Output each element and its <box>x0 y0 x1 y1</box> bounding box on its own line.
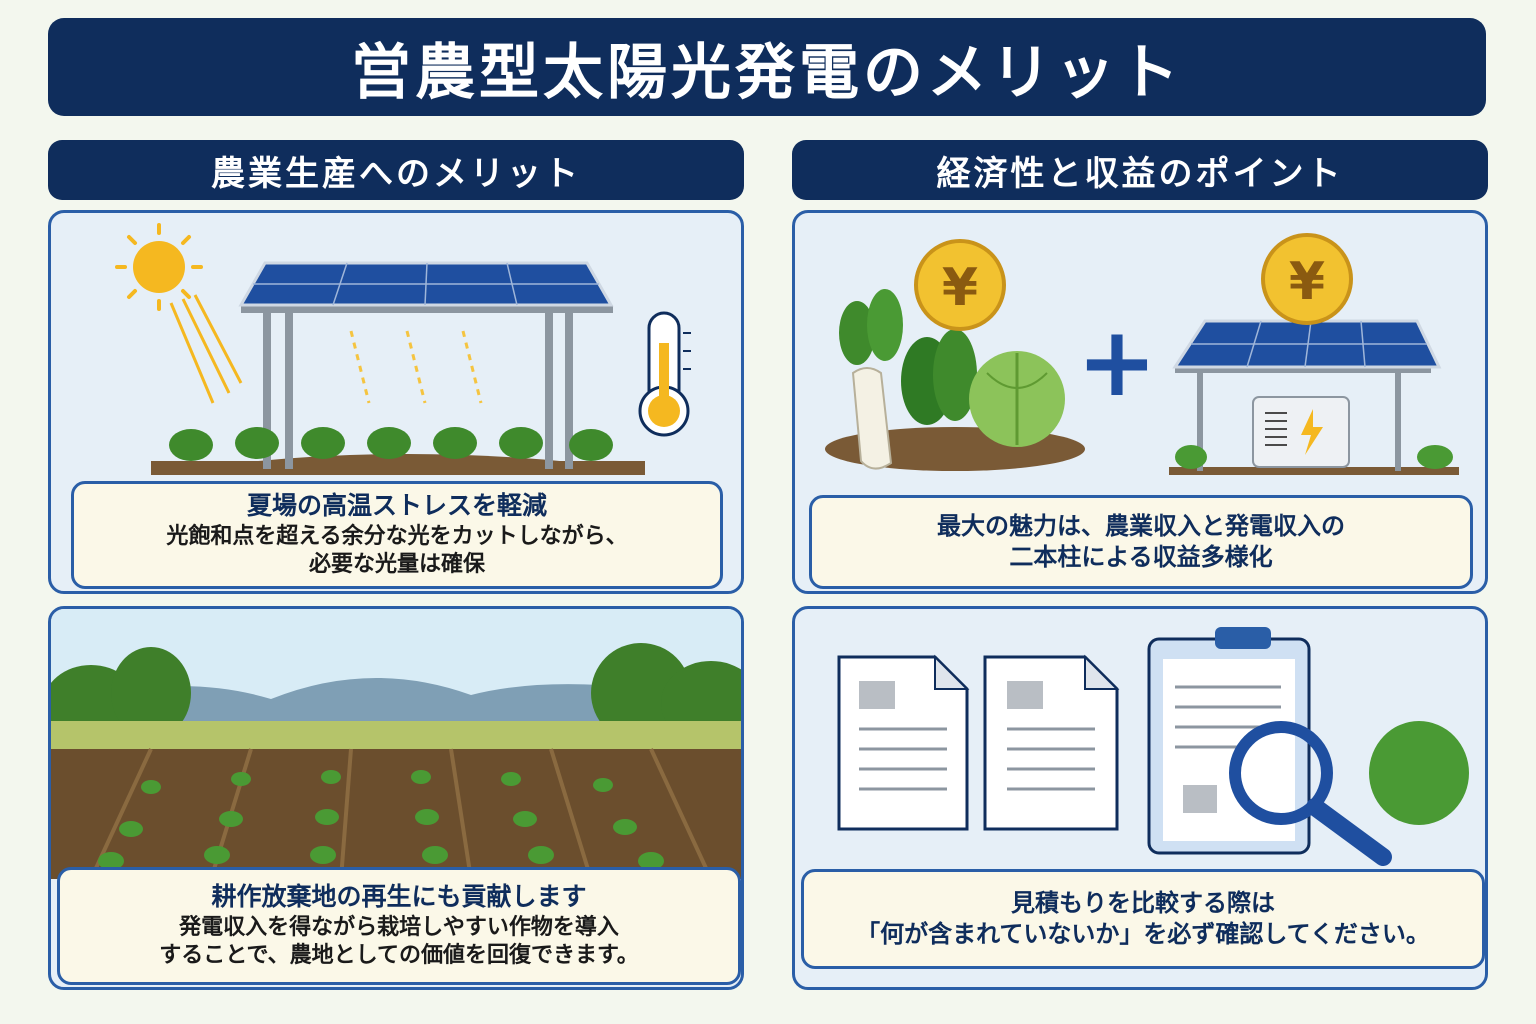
page-title: 営農型太陽光発電のメリット <box>351 37 1183 108</box>
bush-icon <box>1369 721 1469 825</box>
panel-heat-stress: 夏場の高温ストレスを軽減 光飽和点を超える余分な光をカットしながら、 必要な光量… <box>48 210 744 594</box>
caption-revenue: 最大の魅力は、農業収入と発電収入の 二本柱による収益多様化 <box>809 495 1473 589</box>
card-text-line: 見積もりを比較する際は <box>1011 888 1275 917</box>
seedlings <box>98 770 664 870</box>
document-icon <box>837 654 970 831</box>
panel-field-regeneration: 耕作放棄地の再生にも貢献します 発電収入を得ながら栽培しやすい作物を導入 するこ… <box>48 606 744 990</box>
title-banner: 営農型太陽光発電のメリット <box>48 18 1486 116</box>
left-section-heading: 農業生産へのメリット <box>48 140 744 200</box>
plus-icon: + <box>1077 306 1157 418</box>
card-text-line: 「何が含まれていないか」を必ず確認してください。 <box>856 920 1430 948</box>
thermometer-icon <box>638 311 691 437</box>
cabbage-icon <box>969 351 1065 447</box>
spinach-icon <box>901 329 977 425</box>
yen-coin-icon: ¥ <box>914 239 1006 331</box>
caption-field-regeneration: 耕作放棄地の再生にも貢献します 発電収入を得ながら栽培しやすい作物を導入 するこ… <box>57 867 741 985</box>
card-text-line: 二本柱による収益多様化 <box>1009 543 1273 571</box>
yen-symbol: ¥ <box>942 258 978 318</box>
yen-coin-icon: ¥ <box>1261 233 1353 325</box>
document-icon <box>983 654 1120 831</box>
card-text-line: することで、農地としての価値を回復できます。 <box>159 943 639 969</box>
agrivoltaic-illustration <box>115 223 691 475</box>
panel-estimates: 見積もりを比較する際は 「何が含まれていないか」を必ず確認してください。 <box>792 606 1488 990</box>
clipboard-icon <box>1147 627 1311 855</box>
card-title: 夏場の高温ストレスを軽減 <box>246 491 547 521</box>
caption-heat-stress: 夏場の高温ストレスを軽減 光飽和点を超える余分な光をカットしながら、 必要な光量… <box>71 481 723 589</box>
right-section-heading: 経済性と収益のポイント <box>792 140 1488 200</box>
field-illustration <box>51 609 741 880</box>
solar-panel-icon <box>238 261 614 307</box>
card-text-line: 光飽和点を超える余分な光をカットしながら、 <box>166 523 628 549</box>
documents-illustration <box>837 627 1469 866</box>
card-text-line: 最大の魅力は、農業収入と発電収入の <box>937 511 1345 540</box>
daikon-icon <box>839 289 903 470</box>
trees <box>51 643 741 745</box>
caption-estimates: 見積もりを比較する際は 「何が含まれていないか」を必ず確認してください。 <box>801 869 1485 969</box>
magnifier-icon <box>1229 721 1392 866</box>
solar-frame <box>241 305 613 469</box>
card-text-line: 必要な光量は確保 <box>308 552 485 578</box>
card-title: 耕作放棄地の再生にも貢献します <box>211 882 587 912</box>
revenue-illustration: ¥ + <box>825 233 1459 475</box>
panel-revenue: ¥ + <box>792 210 1488 594</box>
yen-symbol: ¥ <box>1289 252 1325 312</box>
solar-generator-icon <box>1169 319 1459 475</box>
sun-icon <box>115 223 243 404</box>
plant-row <box>169 427 613 461</box>
card-text-line: 発電収入を得ながら栽培しやすい作物を導入 <box>179 914 619 940</box>
